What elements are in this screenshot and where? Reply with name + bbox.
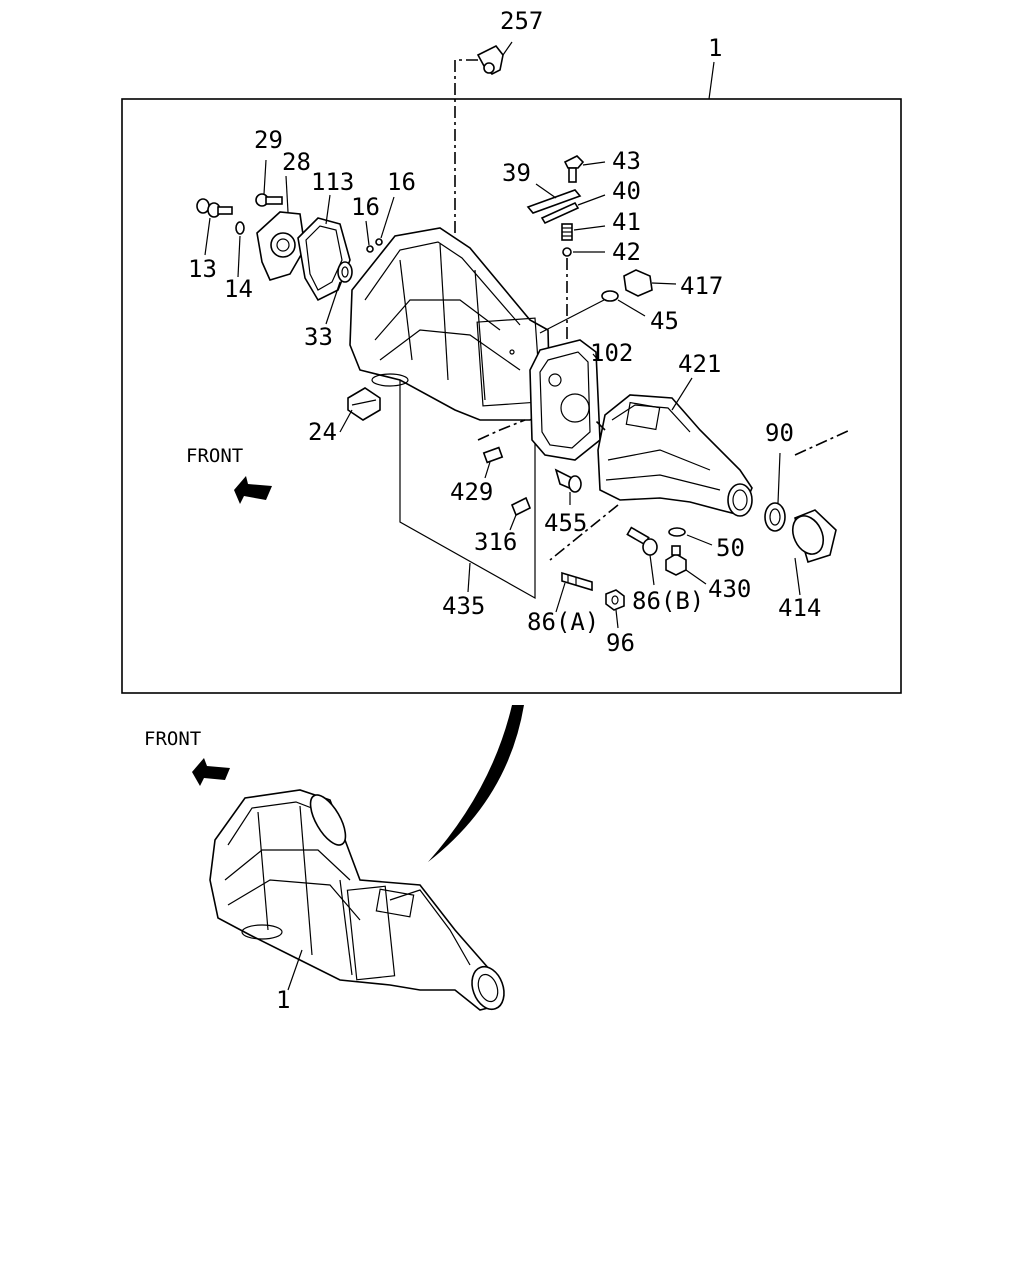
callout-42: 42 xyxy=(612,238,641,266)
callout-430: 430 xyxy=(708,575,751,603)
gasket-113-part xyxy=(297,194,351,302)
plate-102-part xyxy=(529,339,601,461)
callout-43: 43 xyxy=(612,147,641,175)
bolt-43-part xyxy=(563,155,606,183)
callout-1-bottom: 1 xyxy=(276,986,290,1014)
cover-28-part xyxy=(256,175,306,281)
curved-connector xyxy=(428,705,524,862)
plug-16-parts xyxy=(365,196,395,253)
callout-316: 316 xyxy=(474,528,517,556)
seal-33-part xyxy=(325,261,353,325)
leader-435 xyxy=(467,562,471,593)
pin-429-part xyxy=(477,419,526,479)
front-arrow-main-icon xyxy=(234,476,272,504)
rod-40-part xyxy=(540,194,606,225)
link-housing-bolt xyxy=(549,504,619,561)
callout-435: 435 xyxy=(442,592,485,620)
key-316-part xyxy=(509,496,532,531)
assembled-transmission-part xyxy=(209,789,505,1011)
callout-45: 45 xyxy=(650,307,679,335)
callout-86b: 86(B) xyxy=(632,587,704,615)
stud-86a-part xyxy=(555,571,593,613)
main-frame-box xyxy=(121,98,902,694)
bolt-86b-part xyxy=(626,526,658,586)
callout-13: 13 xyxy=(188,255,217,283)
callout-24: 24 xyxy=(308,418,337,446)
extension-housing-421-part xyxy=(597,377,753,517)
mount-24-part xyxy=(339,387,381,433)
callout-40: 40 xyxy=(612,177,641,205)
plug-417-part xyxy=(623,269,677,297)
callout-455: 455 xyxy=(544,509,587,537)
callout-28: 28 xyxy=(282,148,311,176)
callout-50: 50 xyxy=(716,534,745,562)
leader-1-top xyxy=(708,61,715,100)
plug-430-part xyxy=(665,545,707,585)
callout-257: 257 xyxy=(500,7,543,35)
link-housing-right xyxy=(794,429,851,456)
front-arrow-lower-icon xyxy=(192,758,230,786)
spring-41-part xyxy=(561,223,606,241)
callout-16-right: 16 xyxy=(387,168,416,196)
callout-front-lower: FRONT xyxy=(144,728,201,750)
callout-96: 96 xyxy=(606,629,635,657)
sleeve-414-part xyxy=(791,509,837,596)
callout-1-top: 1 xyxy=(708,34,722,62)
oring-45-part xyxy=(539,290,646,334)
callout-39: 39 xyxy=(502,159,531,187)
bolt-29-part xyxy=(255,159,283,207)
oring-50-part xyxy=(668,527,713,546)
callout-14: 14 xyxy=(224,275,253,303)
callout-90: 90 xyxy=(765,419,794,447)
clip-257-part xyxy=(454,41,513,235)
callout-102: 102 xyxy=(590,339,633,367)
callout-86a: 86(A) xyxy=(527,608,599,636)
callout-421: 421 xyxy=(678,350,721,378)
callout-417: 417 xyxy=(680,272,723,300)
transmission-case-part xyxy=(349,227,551,421)
callout-33: 33 xyxy=(304,323,333,351)
bolt-455-part xyxy=(554,468,582,505)
ball-42-part xyxy=(562,247,605,340)
callout-113: 113 xyxy=(311,168,354,196)
callout-414: 414 xyxy=(778,594,821,622)
link-plate-housing xyxy=(594,419,606,431)
nut-96-part xyxy=(605,589,625,629)
lever-39-part xyxy=(526,183,582,214)
callout-429: 429 xyxy=(450,478,493,506)
bracket-435 xyxy=(399,380,536,600)
callout-16-left: 16 xyxy=(351,193,380,221)
callout-front-main: FRONT xyxy=(186,445,243,467)
seal-90-part xyxy=(764,452,786,532)
bolt-13-part xyxy=(196,198,233,256)
washer-14-part xyxy=(235,221,245,278)
callout-41: 41 xyxy=(612,208,641,236)
callout-29: 29 xyxy=(254,126,283,154)
